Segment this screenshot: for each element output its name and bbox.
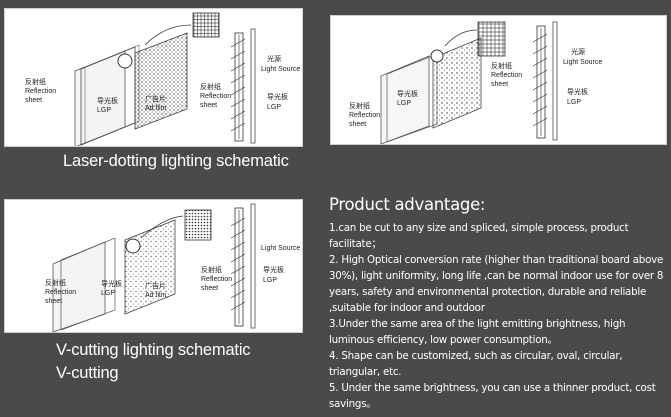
vc-label-reflection-cn: 反射纸 xyxy=(45,278,66,287)
vc-label-lgp-en: LGP xyxy=(101,290,115,297)
dot-grid-inset xyxy=(192,12,220,38)
vc-label-lgp2-en: LGP xyxy=(263,277,277,284)
advantage-item-3: 3.Under the same area of the light emitt… xyxy=(329,318,626,346)
top-right-diagram: 反射纸 Reflection sheet 导光板 LGP 光源 Light So… xyxy=(330,15,667,145)
vc-label-ad-en: Ad film xyxy=(145,292,167,299)
tr-label-lgp-en: LGP xyxy=(397,100,411,107)
vc-label-ad-cn: 广告片 xyxy=(145,281,166,290)
label-refl2-en-2: sheet xyxy=(200,102,217,109)
tr-label-lgp-cn: 导光板 xyxy=(397,89,418,98)
vc-label-refl2-cn: 反射纸 xyxy=(201,265,222,274)
label-refl2-en: Reflection xyxy=(200,93,231,100)
label-lgp2-en: LGP xyxy=(267,104,281,111)
vc-label-refl2-en: Reflection xyxy=(201,276,232,283)
tr-label-refl2-en: Reflection xyxy=(491,72,522,79)
label-lgp-cn: 导光板 xyxy=(97,96,118,105)
vc-label-light-en: Light Source xyxy=(261,245,300,252)
tr-label-lgp2-cn: 导光板 xyxy=(567,87,588,96)
vc-label-lgp2-cn: 导光板 xyxy=(263,265,284,274)
advantage-item-5: 5. Under the same brightness, you can us… xyxy=(329,382,656,410)
v-cutting-diagram: 反射纸 Reflection sheet 导光板 LGP 广告片 Ad film… xyxy=(4,199,303,333)
vcut-ad-film-shape xyxy=(124,219,176,315)
magnifier-circle xyxy=(117,53,133,69)
vc-label-reflection-en: Reflection xyxy=(45,289,76,296)
laser-dotting-schematic-svg: 反射纸 Reflection sheet 导光板 LGP 广告片 Ad film… xyxy=(25,12,300,146)
tr-label-lgp2-en: LGP xyxy=(567,99,581,106)
tr-label-refl2-en-2: sheet xyxy=(491,81,508,88)
top-right-schematic-svg: 反射纸 Reflection sheet 导光板 LGP 光源 Light So… xyxy=(349,21,602,144)
grid-inset xyxy=(477,21,506,57)
advantage-item-4: 4. Shape can be customized, such as circ… xyxy=(329,350,623,378)
tr-label-reflection-en: Reflection xyxy=(349,112,380,119)
label-light-cn: 光源 xyxy=(267,54,281,63)
vc-label-reflection-en-2: sheet xyxy=(45,298,62,305)
dotted-lgp-shape xyxy=(432,37,482,129)
label-ad-en: Ad film xyxy=(145,105,167,112)
label-lgp2-cn: 导光板 xyxy=(267,92,288,101)
label-reflection-en: Reflection xyxy=(25,88,56,95)
vcut-inset xyxy=(184,209,212,241)
v-cutting-caption: V-cutting lighting schematic xyxy=(56,341,251,359)
label-light-en: Light Source xyxy=(261,66,300,73)
product-advantage: Product advantage: 1.can be cut to any s… xyxy=(329,195,665,412)
v-cutting-schematic-svg: 反射纸 Reflection sheet 导光板 LGP 广告片 Ad film… xyxy=(45,203,300,332)
advantage-item-1: 1.can be cut to any size and spliced, si… xyxy=(329,222,629,250)
light-source-strip xyxy=(234,32,244,142)
tr-label-light-cn: 光源 xyxy=(571,47,585,56)
laser-dotting-diagram: 反射纸 Reflection sheet 导光板 LGP 广告片 Ad film… xyxy=(4,8,303,147)
v-cutting-subcaption: V-cutting xyxy=(56,364,119,382)
advantage-item-2: 2. High Optical conversion rate (higher … xyxy=(329,254,664,314)
ad-film-shape xyxy=(134,32,188,130)
tr-label-light-en: Light Source xyxy=(563,59,602,66)
label-reflection-en-2: sheet xyxy=(25,97,42,104)
label-refl2-cn: 反射纸 xyxy=(200,82,221,91)
vc-label-refl2-en-2: sheet xyxy=(201,285,218,292)
label-ad-cn: 广告片 xyxy=(145,94,166,103)
product-advantage-title: Product advantage: xyxy=(329,195,486,214)
arrow-line xyxy=(144,24,192,46)
label-reflection-cn: 反射纸 xyxy=(25,77,46,86)
laser-dotting-caption: Laser-dotting lighting schematic xyxy=(63,152,289,170)
vc-label-lgp-cn: 导光板 xyxy=(101,279,122,288)
tr-label-refl2-cn: 反射纸 xyxy=(491,61,512,70)
tr-label-reflection-cn: 反射纸 xyxy=(349,101,370,110)
label-lgp-en: LGP xyxy=(97,107,111,114)
tr-label-reflection-en-2: sheet xyxy=(349,121,366,128)
